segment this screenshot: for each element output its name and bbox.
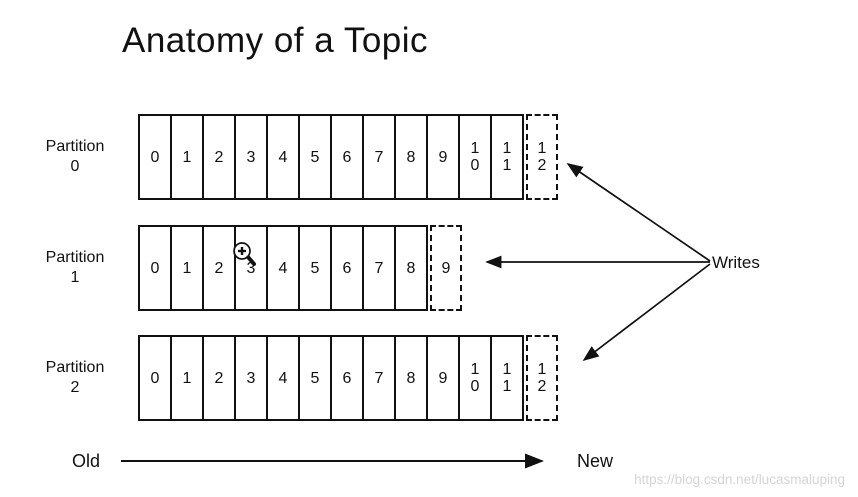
new-label: New	[577, 451, 614, 471]
partition-1-label: Partition 1	[45, 249, 105, 286]
diagram-title: Anatomy of a Topic	[122, 21, 429, 60]
offset-cell-p0-9: 9	[426, 114, 460, 200]
offset-cell-p0-10: 1 0	[458, 114, 492, 200]
offset-cell-p0-4: 4	[266, 114, 300, 200]
offset-cell-p1-3: 3	[234, 225, 268, 311]
offset-cell-p2-3: 3	[234, 335, 268, 421]
offset-cell-p2-6: 6	[330, 335, 364, 421]
offset-cell-p2-4: 4	[266, 335, 300, 421]
offset-cell-p0-7: 7	[362, 114, 396, 200]
offset-cell-p2-1: 1	[170, 335, 204, 421]
next-offset-cell-p2-12: 1 2	[526, 335, 558, 421]
offset-cell-p2-8: 8	[394, 335, 428, 421]
watermark-text: https://blog.csdn.net/lucasmaluping	[634, 472, 845, 487]
offset-cell-p2-0: 0	[138, 335, 172, 421]
offset-cell-p0-1: 1	[170, 114, 204, 200]
offset-cell-p0-2: 2	[202, 114, 236, 200]
offset-cell-p1-1: 1	[170, 225, 204, 311]
offset-cell-p2-11: 1 1	[490, 335, 524, 421]
offset-cell-p0-11: 1 1	[490, 114, 524, 200]
old-label: Old	[72, 451, 101, 471]
offset-cell-p2-7: 7	[362, 335, 396, 421]
offset-cell-p0-5: 5	[298, 114, 332, 200]
partition-0-label: Partition 0	[45, 138, 105, 175]
next-offset-cell-p1-9: 9	[430, 225, 462, 311]
offset-cell-p0-8: 8	[394, 114, 428, 200]
offset-cell-p0-3: 3	[234, 114, 268, 200]
offset-cell-p2-2: 2	[202, 335, 236, 421]
offset-cell-p2-5: 5	[298, 335, 332, 421]
partition-2-label: Partition 2	[45, 359, 105, 396]
offset-cell-p0-0: 0	[138, 114, 172, 200]
offset-cell-p1-0: 0	[138, 225, 172, 311]
offset-cell-p2-10: 1 0	[458, 335, 492, 421]
offset-cell-p1-2: 2	[202, 225, 236, 311]
next-offset-cell-p0-12: 1 2	[526, 114, 558, 200]
offset-cell-p1-8: 8	[394, 225, 428, 311]
offset-cell-p1-4: 4	[266, 225, 300, 311]
offset-cell-p1-6: 6	[330, 225, 364, 311]
offset-cell-p1-7: 7	[362, 225, 396, 311]
offset-cell-p2-9: 9	[426, 335, 460, 421]
writes-label: Writes	[712, 253, 760, 272]
offset-cell-p1-5: 5	[298, 225, 332, 311]
offset-cell-p0-6: 6	[330, 114, 364, 200]
